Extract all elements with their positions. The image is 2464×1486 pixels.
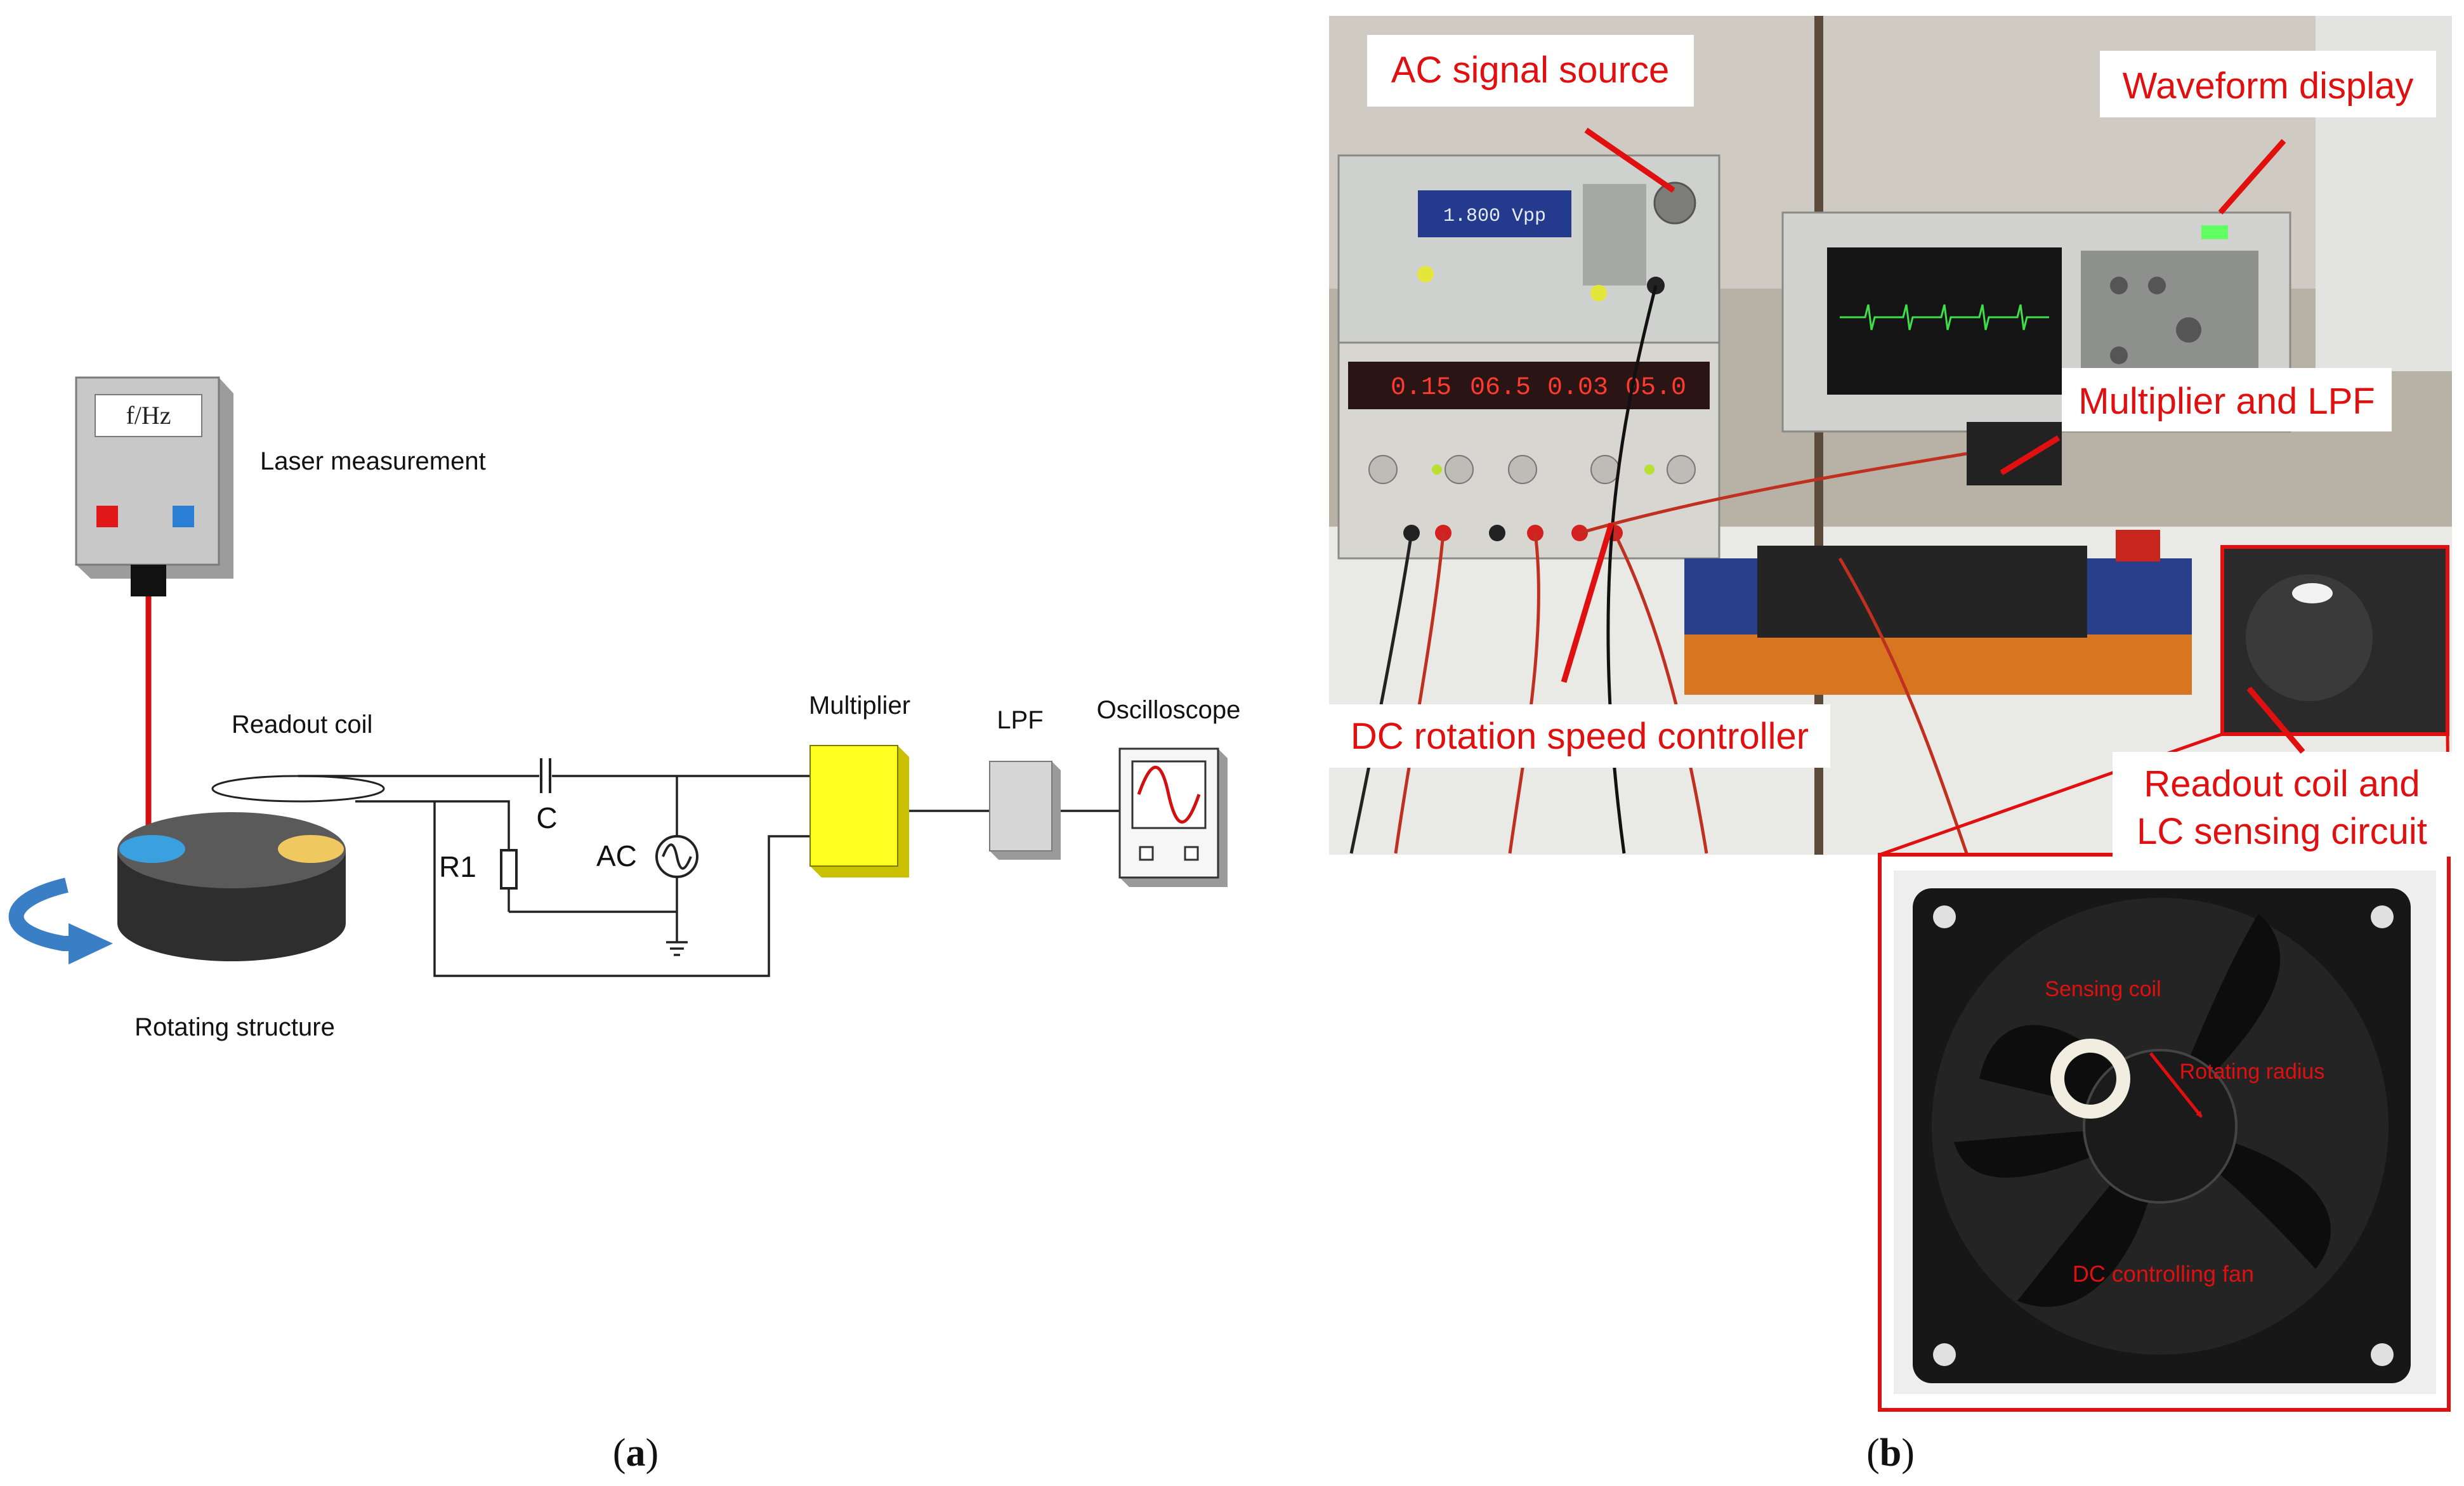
oscilloscope-icon: [1118, 747, 1228, 887]
scope-status-led: [2201, 225, 2228, 239]
generator-yellow-key: [1417, 266, 1434, 282]
resistor: [500, 849, 518, 890]
caption-a: (a): [613, 1431, 659, 1475]
generator-readout: 1.800 Vpp: [1443, 206, 1546, 227]
radius-arrow: [2149, 1052, 2203, 1118]
lpf-label: LPF: [997, 706, 1043, 734]
dc-controller-label: DC rotation speed controller: [1351, 716, 1809, 757]
supply-readout-3: 0.03: [1547, 374, 1608, 402]
generator-keypad: [1583, 184, 1646, 286]
yellow-marker: [278, 835, 344, 863]
supply-readout-2: 06.5: [1470, 374, 1531, 402]
multiplier-label: Multiplier: [809, 692, 910, 720]
rotating-label: Rotating structure: [134, 1013, 335, 1041]
laser-meter: f/Hz: [75, 376, 233, 596]
dc-power-supply: 0.15 06.5 0.03 05.0: [1337, 341, 1720, 560]
blue-marker: [119, 835, 185, 863]
panel-a: f/Hz Laser measurement Rotating structur…: [8, 376, 1241, 1475]
waveform-label: Waveform display: [2123, 65, 2414, 107]
panel-b: 1.800 Vpp 0.15 06.5 0.03 05.0: [1329, 16, 2452, 1475]
red-connector: [2116, 530, 2160, 562]
ac-source: [655, 835, 698, 878]
lpf-block: [989, 761, 1061, 860]
supply-readout-1: 0.15: [1391, 374, 1452, 402]
scope-trace: [1840, 304, 2049, 331]
oscilloscope-label: Oscilloscope: [1097, 696, 1241, 724]
circuit-wires: [298, 775, 1120, 977]
caption-b: (b): [1866, 1431, 1915, 1475]
rotating-radius-label: Rotating radius: [2180, 1060, 2325, 1084]
multiplier-lpf-board: [1967, 422, 2062, 485]
meter-blue-button: [173, 506, 194, 527]
readout-box: [2113, 752, 2452, 857]
rotation-rig-base: [1757, 546, 2087, 638]
multiplier-lpf-label: Multiplier and LPF: [2078, 381, 2375, 422]
caption-a-letter: a: [626, 1431, 646, 1475]
readout-label-line1: Readout coil and: [2144, 763, 2420, 805]
rotation-arrow-head: [69, 923, 113, 964]
resistor-label: R1: [439, 850, 476, 883]
meter-red-button: [96, 506, 118, 527]
caption-b-letter: b: [1880, 1431, 1901, 1475]
capacitor: [540, 758, 551, 793]
multiplier-block: [809, 745, 909, 878]
waveform-box: [2100, 51, 2436, 117]
dc-fan-label: DC controlling fan: [2073, 1261, 2254, 1287]
ground-symbol: [666, 941, 688, 956]
annotation-arrows: [1561, 128, 2305, 754]
highlight-box: [2220, 545, 2449, 736]
ac-source-label: AC signal source: [1391, 49, 1669, 91]
bench-cables: [1349, 285, 1969, 854]
meter-screen: [95, 394, 202, 437]
laser-probe: [131, 565, 166, 596]
coil-label: Readout coil: [232, 711, 372, 739]
generator-yellow-key-2: [1590, 285, 1607, 301]
dc-controller-box: [1329, 704, 1830, 768]
rotation-arrow: [8, 878, 73, 951]
bench-fan-rotor: [2246, 574, 2373, 701]
fan-closeup-photo: Sensing coil Rotating radius DC controll…: [1878, 853, 2451, 1412]
generator-knob: [1653, 181, 1696, 225]
ac-source-box: [1367, 35, 1694, 107]
readout-coil: [211, 775, 385, 803]
multiplier-lpf-box: [2062, 368, 2392, 431]
meter-display-text: f/Hz: [126, 401, 171, 430]
ac-label: AC: [596, 839, 637, 872]
function-generator: 1.800 Vpp: [1337, 154, 1720, 344]
laser-label: Laser measurement: [260, 447, 486, 475]
sensing-coil-label: Sensing coil: [2045, 977, 2161, 1001]
rotating-structure: [117, 812, 346, 961]
generator-screen: [1418, 190, 1571, 237]
disk-top: [117, 812, 346, 888]
supply-display-panel: [1348, 362, 1710, 409]
bench-fan-coil: [2292, 583, 2333, 603]
sensing-coil-ring: [2050, 1039, 2130, 1119]
capacitor-label: C: [536, 801, 557, 834]
readout-label-line2: LC sensing circuit: [2137, 811, 2427, 852]
